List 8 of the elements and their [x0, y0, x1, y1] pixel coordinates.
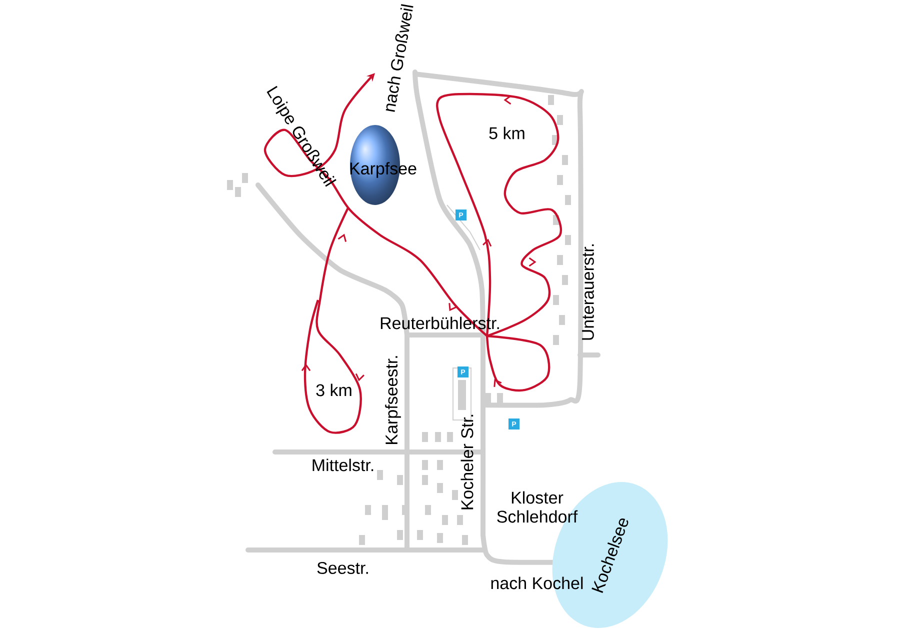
- distance-label: 3 km: [316, 384, 352, 396]
- road-name: nach Großweil: [386, 4, 414, 112]
- road-name: Unterauerstr.: [582, 244, 594, 340]
- road-name: Seestr.: [317, 562, 368, 574]
- distance-label: 5 km: [489, 126, 524, 140]
- road-name: Kocheler Str.: [460, 414, 474, 510]
- road-name: Karpfseestr.: [385, 356, 401, 444]
- road-name: Mittelstr.: [312, 458, 374, 472]
